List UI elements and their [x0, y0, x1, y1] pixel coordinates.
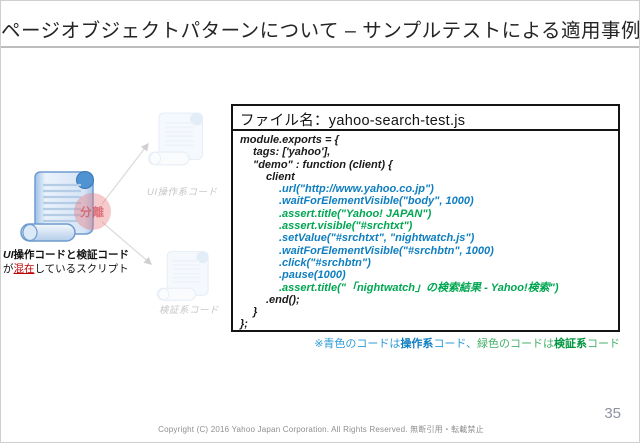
verify-code-scroll-icon [156, 251, 209, 301]
code-line: .setValue("#srchtxt", "nightwatch.js") [279, 232, 475, 245]
verify-code-label: 検証系コード [159, 305, 220, 316]
code-line: .waitForElementVisible("#srchbtn", 1000) [279, 244, 494, 257]
slide-title: ページオブジェクトパターンについて – サンプルテストによる適用事例 [1, 20, 640, 42]
color-legend-note: ※青色のコードは操作系コード、緑色のコードは検証系コード [314, 338, 620, 350]
code-box: ファイル名：yahoo-search-test.js module.export… [231, 104, 620, 332]
title-divider [1, 46, 639, 48]
source-caption-line2: が混在しているスクリプト [3, 262, 129, 275]
separate-badge: 分離 [74, 193, 111, 230]
code-body: module.exports = {tags: ['yahoo'],"demo"… [233, 131, 618, 331]
code-line: .end(); [266, 293, 300, 306]
code-line: .url("http://www.yahoo.co.jp") [279, 183, 434, 196]
code-line: .assert.visible("#srchtxt") [279, 220, 413, 233]
ui-code-scroll-icon [147, 112, 204, 166]
separation-arrows [101, 142, 152, 265]
code-line: .pause(1000) [279, 269, 346, 282]
code-line: .assert.title("「nightwatch」の検索結果 - Yahoo… [279, 281, 559, 294]
code-line: .assert.title("Yahoo! JAPAN") [279, 207, 432, 220]
source-caption-line1: UI操作コードと検証コード [3, 249, 129, 261]
code-line: tags: ['yahoo'], [253, 146, 331, 159]
code-line: "demo" : function (client) { [253, 158, 393, 171]
ui-code-label: UI操作系コード [147, 187, 218, 198]
code-line: }; [240, 318, 248, 331]
copyright-footer: Copyright (C) 2016 Yahoo Japan Corporati… [158, 425, 484, 434]
code-file-header: ファイル名：yahoo-search-test.js [233, 106, 618, 131]
source-caption: UI操作コードと検証コード が混在しているスクリプト [3, 249, 153, 276]
code-line: client [266, 170, 295, 183]
separation-diagram: 分離 UI操作系コード 検証系コード U [1, 96, 233, 324]
code-line: .waitForElementVisible("body", 1000) [279, 195, 474, 208]
code-line: } [253, 306, 258, 319]
page-number: 35 [604, 405, 621, 422]
code-line: module.exports = { [240, 134, 339, 146]
mixed-script-scroll-icon [20, 171, 94, 242]
code-line: .click("#srchbtn") [279, 256, 371, 269]
